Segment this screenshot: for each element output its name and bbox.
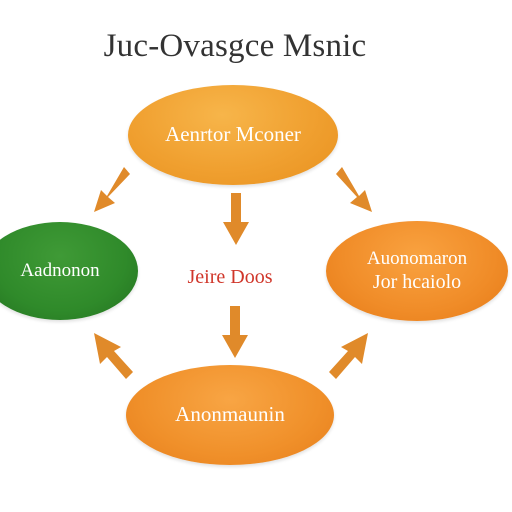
- arrow-top-to-left: [94, 167, 130, 212]
- arrow-center-to-bottom: [222, 306, 248, 358]
- node-right-label-line2: Jor hcaiolo: [372, 271, 462, 294]
- node-bottom-ellipse: Anonmaunin: [126, 365, 334, 465]
- node-left-ellipse: Aadnonon: [0, 222, 138, 320]
- node-top-ellipse: Aenrtor Mconer: [128, 85, 338, 185]
- center-label: Jeire Doos: [187, 266, 273, 288]
- node-left-label: Aadnonon: [20, 259, 100, 281]
- node-bottom-label: Anonmaunin: [175, 402, 285, 427]
- node-top-label: Aenrtor Mconer: [165, 122, 301, 147]
- arrow-bottom-to-right: [329, 333, 368, 379]
- arrow-top-to-center: [223, 193, 249, 245]
- arrow-bottom-to-left: [94, 333, 133, 379]
- node-right-label-line1: Auonomaron: [366, 247, 468, 269]
- arrow-top-to-right: [336, 167, 372, 212]
- node-right-ellipse: Auonomaron Jor hcaiolo: [326, 221, 508, 321]
- diagram-title: Juc-Ovasgce Msnic: [103, 28, 367, 64]
